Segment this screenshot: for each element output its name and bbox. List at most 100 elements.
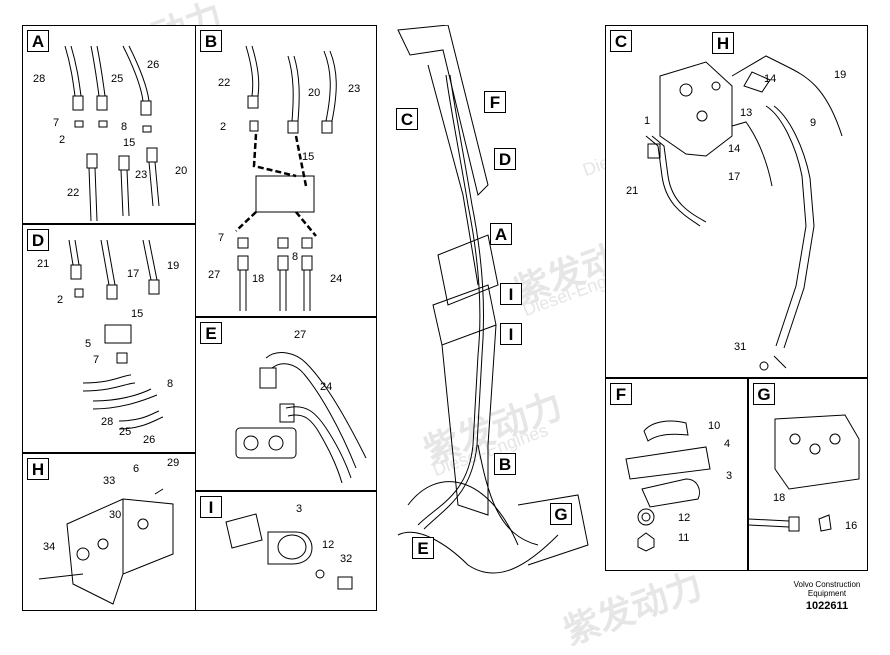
- center-boom-area: C F D A I I B G E: [378, 24, 604, 611]
- svg-text:1: 1: [644, 115, 650, 127]
- panel-c-label: C: [610, 30, 632, 52]
- panel-f-label: F: [610, 383, 632, 405]
- svg-text:25: 25: [111, 73, 123, 85]
- svg-text:4: 4: [724, 438, 730, 450]
- svg-text:15: 15: [131, 308, 143, 320]
- svg-text:24: 24: [320, 381, 332, 393]
- panel-h-drawing: 29 6 33 30 34: [38, 457, 179, 605]
- svg-text:17: 17: [127, 268, 139, 280]
- svg-text:2: 2: [59, 134, 65, 146]
- svg-text:30: 30: [109, 509, 121, 521]
- svg-text:18: 18: [252, 273, 264, 285]
- svg-text:33: 33: [103, 475, 115, 487]
- footer-company-line2: Equipment: [807, 589, 847, 598]
- panel-i-label: I: [200, 496, 222, 518]
- callout-d: D: [494, 148, 516, 170]
- callout-i-1: I: [500, 283, 522, 305]
- panel-f: F 10 4 3 12 11: [605, 378, 748, 571]
- svg-text:23: 23: [348, 83, 360, 95]
- svg-text:8: 8: [167, 378, 173, 390]
- svg-text:7: 7: [93, 354, 99, 366]
- svg-text:14: 14: [728, 143, 740, 155]
- panel-a: A 28 25 26 7 8 2 15 23 20 22: [22, 25, 196, 224]
- panel-b-drawing: 22 20 23 2 15 7 8 27 18 24: [208, 45, 360, 311]
- svg-text:20: 20: [175, 165, 187, 177]
- svg-text:6: 6: [133, 463, 139, 475]
- svg-text:27: 27: [208, 269, 220, 281]
- svg-text:21: 21: [626, 185, 638, 197]
- svg-text:20: 20: [308, 87, 320, 99]
- svg-text:31: 31: [734, 341, 746, 353]
- panel-e: E 27 24: [195, 317, 377, 491]
- svg-text:9: 9: [810, 117, 816, 129]
- footer-document-id: 1022611: [805, 600, 849, 612]
- svg-text:7: 7: [53, 117, 59, 129]
- svg-text:27: 27: [294, 329, 306, 341]
- svg-text:25: 25: [119, 426, 131, 438]
- svg-text:2: 2: [220, 121, 226, 133]
- footer-company-line1: Volvo Construction: [793, 580, 861, 589]
- svg-text:23: 23: [135, 169, 147, 181]
- callout-c: C: [396, 108, 418, 130]
- svg-text:18: 18: [773, 492, 785, 504]
- svg-text:12: 12: [678, 512, 690, 524]
- svg-text:19: 19: [834, 69, 846, 81]
- svg-text:13: 13: [740, 107, 752, 119]
- callout-a: A: [490, 223, 512, 245]
- svg-text:28: 28: [33, 73, 45, 85]
- svg-text:19: 19: [167, 260, 179, 272]
- svg-text:8: 8: [292, 251, 298, 263]
- svg-text:5: 5: [85, 338, 91, 350]
- svg-text:15: 15: [302, 151, 314, 163]
- svg-text:26: 26: [147, 59, 159, 71]
- panel-a-drawing: 28 25 26 7 8 2 15 23 20 22: [33, 45, 187, 222]
- svg-text:29: 29: [167, 457, 179, 469]
- svg-text:16: 16: [845, 520, 857, 532]
- panel-f-drawing: 10 4 3 12 11: [625, 420, 732, 552]
- panel-h: H 29 6 33 30 34: [22, 453, 196, 611]
- callout-b: B: [494, 453, 516, 475]
- panel-g-label: G: [753, 383, 775, 405]
- svg-text:34: 34: [43, 541, 55, 553]
- svg-text:24: 24: [330, 273, 342, 285]
- callout-f: F: [484, 91, 506, 113]
- svg-text:21: 21: [37, 258, 49, 270]
- svg-text:7: 7: [218, 232, 224, 244]
- svg-text:32: 32: [340, 553, 352, 565]
- panel-d: D 21 17 19 2 15 5 7 8 28 25 26: [22, 224, 196, 453]
- svg-text:28: 28: [101, 416, 113, 428]
- svg-text:22: 22: [67, 187, 79, 199]
- boom-drawing: [397, 24, 589, 574]
- panel-b: B 22 20 23 2 15 7 8 27 18 24: [195, 25, 377, 317]
- svg-text:3: 3: [296, 503, 302, 515]
- svg-text:22: 22: [218, 77, 230, 89]
- panel-e-label: E: [200, 322, 222, 344]
- svg-text:10: 10: [708, 420, 720, 432]
- svg-text:11: 11: [678, 532, 689, 544]
- svg-text:17: 17: [728, 171, 740, 183]
- svg-text:12: 12: [322, 539, 334, 551]
- callout-g: G: [550, 503, 572, 525]
- panel-c-sublabel-h: H: [712, 32, 734, 54]
- panel-i-drawing: 3 12 32: [225, 503, 353, 590]
- panel-d-drawing: 21 17 19 2 15 5 7 8 28 25 26: [37, 239, 179, 446]
- svg-text:14: 14: [764, 73, 776, 85]
- panel-e-drawing: 27 24: [235, 329, 367, 484]
- svg-text:3: 3: [726, 470, 732, 482]
- svg-text:2: 2: [57, 294, 63, 306]
- panel-h-label: H: [27, 458, 49, 480]
- panel-a-label: A: [27, 30, 49, 52]
- callout-i-2: I: [500, 323, 522, 345]
- svg-text:15: 15: [123, 137, 135, 149]
- panel-i: I 3 12 32: [195, 491, 377, 611]
- svg-text:8: 8: [121, 121, 127, 133]
- footer: Volvo Construction Equipment 1022611: [772, 580, 882, 612]
- panel-b-label: B: [200, 30, 222, 52]
- callout-e: E: [412, 537, 434, 559]
- svg-text:26: 26: [143, 434, 155, 446]
- panel-d-label: D: [27, 229, 49, 251]
